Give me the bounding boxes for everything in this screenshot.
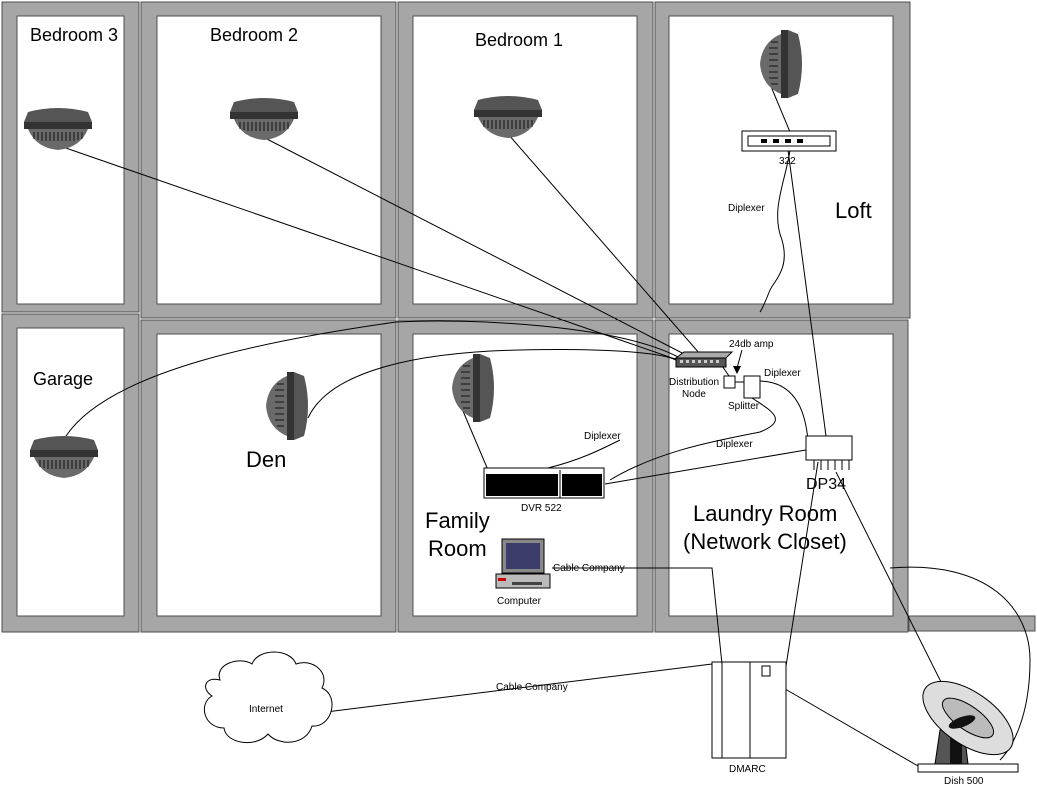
dp34-switch: DP34 [805,435,853,493]
room-label-garage: Garage [33,369,93,389]
amplifier: 24db amp [723,339,774,389]
wiring [59,83,1031,767]
cable-company-computer-label: Cable Company [553,563,625,574]
computer-label: Computer [497,596,542,607]
room-label-loft: Loft [835,198,872,223]
cloud-icon [203,651,333,744]
room-label-den: Den [246,447,286,472]
dmarc: DMARC [711,661,787,775]
room-label-laundry-2: (Network Closet) [683,529,847,554]
dish-500: Dish 500 [917,680,1019,787]
diplexer-dp34-label: Diplexer [716,439,753,450]
internet: Internet [203,651,333,744]
room-label-family-2: Room [428,536,487,561]
distribution-node-label-1: Distribution [669,377,719,388]
dish-label: Dish 500 [944,776,984,787]
splitter: Splitter [728,375,761,412]
room-label-laundry-1: Laundry Room [693,501,837,526]
server-tower-icon [711,661,787,759]
distribution-node: Distribution Node [669,351,734,400]
diplexer-laundry-label: Diplexer [764,368,801,379]
splitter-label: Splitter [728,401,760,412]
cable-company-internet-label: Cable Company [496,682,568,693]
floor-plan [1,1,1036,633]
link-labels: Diplexer Diplexer Diplexer Diplexer Cabl… [496,203,801,693]
dvr-522: DVR 522 [483,467,605,514]
receiver-322: 322 [741,130,837,167]
room-label-bedroom2: Bedroom 2 [210,25,298,45]
diplexer-dvr-label: Diplexer [584,431,621,442]
computer: Computer [495,538,551,607]
satellite-dish-icon [917,680,1019,773]
dp34-label: DP34 [806,476,846,493]
receiver-322-label: 322 [779,156,796,167]
dmarc-label: DMARC [729,764,766,775]
room-label-bedroom3: Bedroom 3 [30,25,118,45]
room-label-bedroom1: Bedroom 1 [475,30,563,50]
room-label-family-1: Family [425,508,490,533]
distribution-node-label-2: Node [682,389,706,400]
internet-label: Internet [249,704,283,715]
desktop-computer-icon [495,538,551,589]
room-labels: Bedroom 3 Bedroom 2 Bedroom 1 Loft Garag… [30,25,872,561]
dvr-label: DVR 522 [521,503,562,514]
amp-label: 24db amp [729,339,774,350]
diplexer-loft-label: Diplexer [728,203,765,214]
